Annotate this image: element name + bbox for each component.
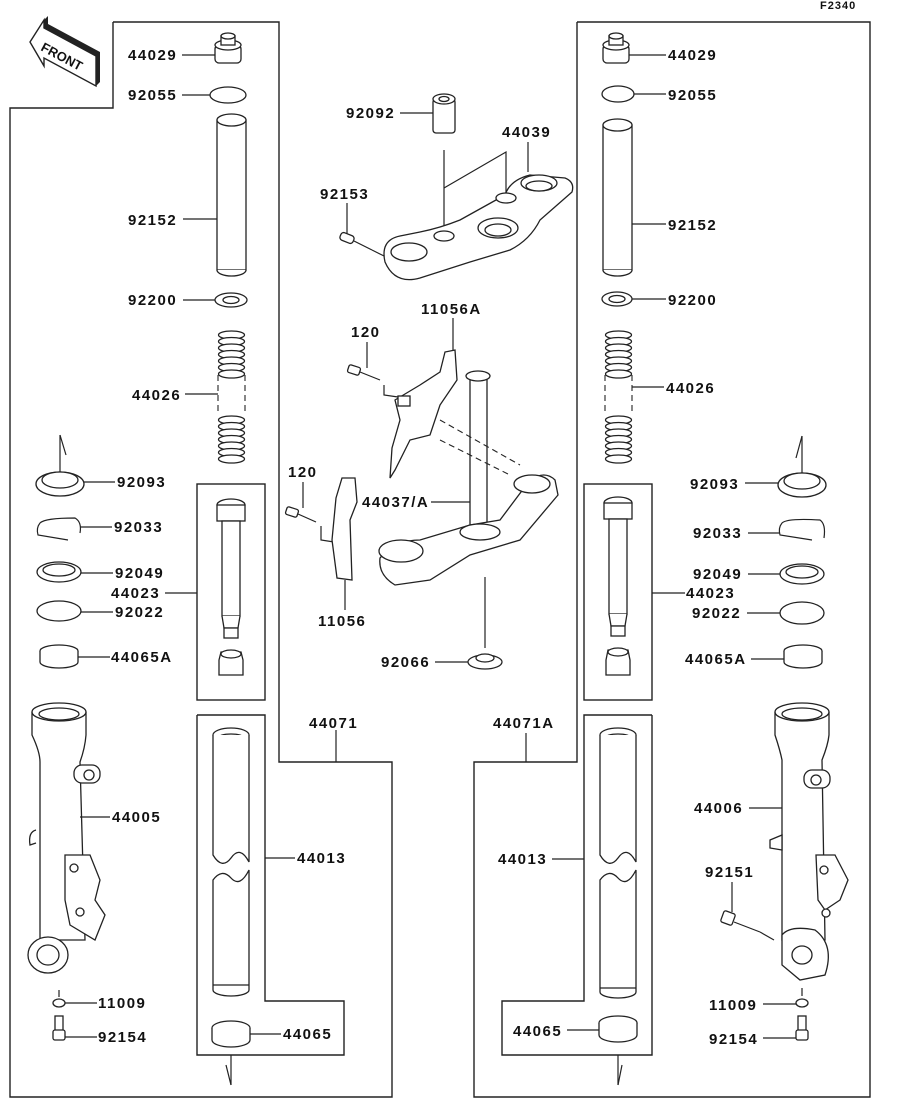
spring-coil xyxy=(606,455,632,463)
bolt-120-upper-part xyxy=(347,364,380,380)
spring-coil xyxy=(219,370,245,378)
label-11056: 11056 xyxy=(318,613,366,630)
right-inner-tube-part xyxy=(600,728,636,998)
right-spring-part xyxy=(606,331,632,463)
label-92093-left: 92093 xyxy=(117,474,166,491)
label-92066: 92066 xyxy=(381,654,430,671)
left-spacer-pipe-part xyxy=(217,114,246,276)
label-92049-left: 92049 xyxy=(115,565,164,582)
label-11056A: 11056A xyxy=(421,301,482,318)
label-44023-left: 44023 xyxy=(111,585,160,602)
pinch-bolt-part xyxy=(339,232,384,256)
label-44026-left: 44026 xyxy=(132,387,181,404)
left-washer-part xyxy=(215,293,247,307)
right-o-ring-part xyxy=(602,86,634,102)
label-92154-left: 92154 xyxy=(98,1029,147,1046)
right-washer-92022-part xyxy=(780,602,824,624)
left-bolt-part xyxy=(53,1016,65,1040)
label-44071: 44071 xyxy=(309,715,358,732)
label-92152-left: 92152 xyxy=(128,212,177,229)
right-cap-bolt-part xyxy=(603,33,629,63)
upper-bracket-part xyxy=(384,175,573,280)
front-arrow-icon: FRONT xyxy=(30,16,100,86)
label-44013-left: 44013 xyxy=(297,850,346,867)
bracket-11056A-part xyxy=(390,350,457,478)
label-44037-A: 44037/A xyxy=(362,494,429,511)
left-circlip-part xyxy=(37,518,80,540)
left-spring-part xyxy=(219,331,245,463)
bracket-11056-part xyxy=(332,478,357,580)
label-44065-left: 44065 xyxy=(283,1026,332,1043)
label-92200-left: 92200 xyxy=(128,292,177,309)
right-outer-tube-part xyxy=(770,703,848,980)
label-44029-right: 44029 xyxy=(668,47,717,64)
label-92022-right: 92022 xyxy=(692,605,741,622)
label-11009-right: 11009 xyxy=(709,997,757,1014)
right-bolt-part xyxy=(796,1016,808,1040)
label-92055-left: 92055 xyxy=(128,87,177,104)
label-44023-right: 44023 xyxy=(686,585,735,602)
right-bushing-part xyxy=(599,1016,637,1042)
right-bleed-screw-part xyxy=(720,910,774,940)
left-o-ring-part xyxy=(210,87,246,103)
label-92092: 92092 xyxy=(346,105,395,122)
label-92152-right: 92152 xyxy=(668,217,717,234)
left-gasket-part xyxy=(53,999,65,1007)
left-inner-tube-part xyxy=(213,728,249,996)
label-92033-right: 92033 xyxy=(693,525,742,542)
label-44006: 44006 xyxy=(694,800,743,817)
label-44065-right: 44065 xyxy=(513,1023,562,1040)
right-spacer-pipe-part xyxy=(603,119,632,276)
label-92153: 92153 xyxy=(320,186,369,203)
label-92033-left: 92033 xyxy=(114,519,163,536)
label-92022-left: 92022 xyxy=(115,604,164,621)
label-44013-right: 44013 xyxy=(498,851,547,868)
label-92093-right: 92093 xyxy=(690,476,739,493)
left-cap-bolt-part xyxy=(215,33,241,63)
label-44065A-right: 44065A xyxy=(685,651,747,668)
label-92200-right: 92200 xyxy=(668,292,717,309)
left-dust-seal-part xyxy=(36,472,84,496)
left-oil-seal-part xyxy=(37,562,81,582)
label-92154-right: 92154 xyxy=(709,1031,758,1048)
label-44005: 44005 xyxy=(112,809,161,826)
label-92151: 92151 xyxy=(705,864,754,881)
left-outer-tube-part xyxy=(28,703,105,973)
label-92055-right: 92055 xyxy=(668,87,717,104)
spring-coil xyxy=(606,370,632,378)
seal-92066-part xyxy=(468,654,502,669)
left-cylinder-unit-part xyxy=(217,499,245,675)
diagram-code: F2340 xyxy=(820,0,856,12)
label-44065A-left: 44065A xyxy=(111,649,173,666)
label-11009-left: 11009 xyxy=(98,995,146,1012)
label-44071A: 44071A xyxy=(493,715,555,732)
label-92049-right: 92049 xyxy=(693,566,742,583)
bolt-120-lower-part xyxy=(285,506,316,522)
right-circlip-part xyxy=(779,519,824,540)
right-dust-seal-part xyxy=(778,473,826,497)
left-bushing-a-part xyxy=(40,645,78,668)
label-120-upper: 120 xyxy=(351,324,381,341)
spring-coil xyxy=(219,455,245,463)
right-cylinder-unit-part xyxy=(604,497,632,675)
label-120-lower: 120 xyxy=(288,464,318,481)
left-bushing-part xyxy=(212,1021,250,1047)
right-gasket-part xyxy=(796,999,808,1007)
label-44026-right: 44026 xyxy=(666,380,715,397)
right-washer-part xyxy=(602,292,632,306)
label-44039: 44039 xyxy=(502,124,551,141)
left-washer-92022-part xyxy=(37,601,81,621)
right-bushing-a-part xyxy=(784,645,822,668)
label-44029-left: 44029 xyxy=(128,47,177,64)
right-oil-seal-part xyxy=(780,564,824,584)
collar-part xyxy=(433,94,455,133)
